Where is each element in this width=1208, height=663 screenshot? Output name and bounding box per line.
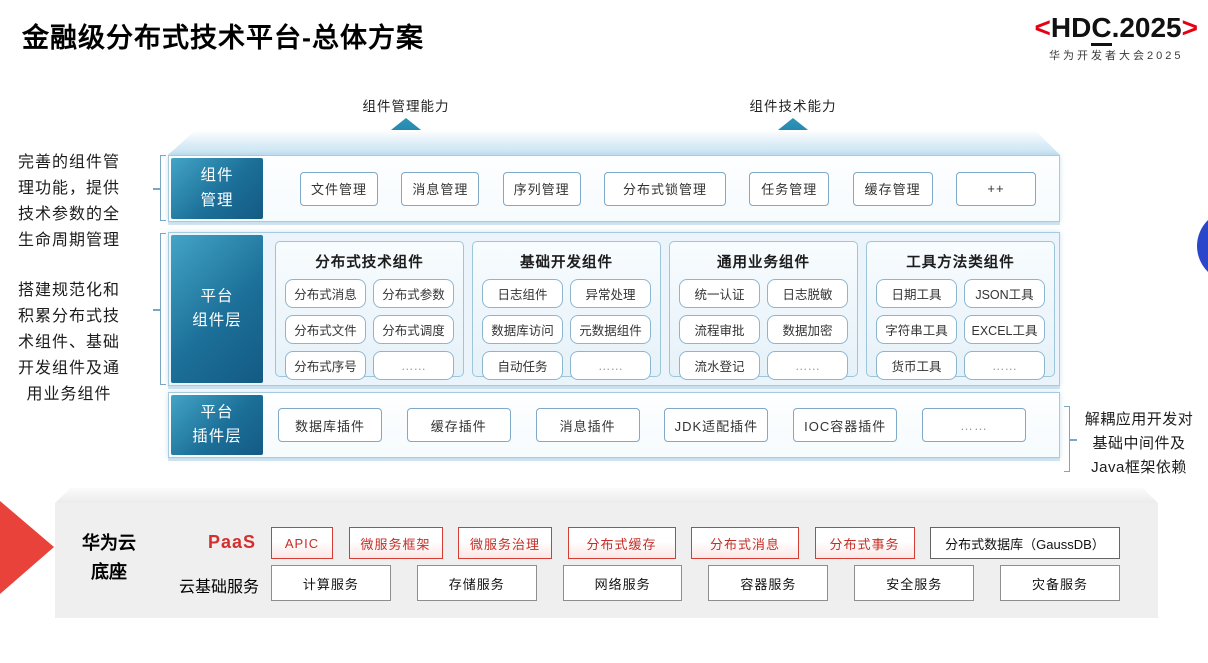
paas-item: 微服务治理	[458, 527, 552, 559]
component-item: 元数据组件	[570, 315, 651, 344]
cloud-service-item: 网络服务	[562, 565, 683, 601]
management-item: 文件管理	[300, 171, 378, 206]
layer-label-platform-plugins: 平台 插件层	[171, 395, 263, 455]
component-item: 分布式序号	[285, 351, 366, 380]
plugin-item: JDK适配插件	[664, 408, 769, 442]
group-basic-dev: 基础开发组件 日志组件 异常处理 数据库访问 元数据组件 自动任务 ……	[472, 241, 661, 380]
management-item: ++	[955, 171, 1036, 206]
logo-left-bracket-icon: <	[1034, 12, 1051, 43]
component-item: 流程审批	[679, 315, 760, 344]
layer-platform-components: 平台 组件层 分布式技术组件 分布式消息 分布式参数 分布式文件 分布式调度 分…	[168, 232, 1060, 386]
bracket-left-components	[153, 233, 166, 385]
group-title: 分布式技术组件	[315, 255, 424, 271]
layer-label-component-management: 组件 管理	[171, 158, 263, 219]
group-grid: 日志组件 异常处理 数据库访问 元数据组件 自动任务 ……	[473, 279, 660, 389]
paas-item-gaussdb: 分布式数据库（GaussDB）	[930, 527, 1120, 559]
component-item: 数据库访问	[482, 315, 563, 344]
capability-technology-label: 组件技术能力	[749, 99, 837, 114]
cloud-service-item: 安全服务	[854, 565, 975, 601]
plugin-item: IOC容器插件	[793, 408, 898, 442]
bracket-right-plugins	[1064, 406, 1077, 472]
logo-right-bracket-icon: >	[1181, 12, 1198, 43]
management-item: 序列管理	[502, 171, 581, 206]
management-item: 任务管理	[749, 171, 830, 206]
component-item: EXCEL工具	[964, 315, 1045, 344]
group-grid: 统一认证 日志脱敏 流程审批 数据加密 流水登记 ……	[670, 279, 857, 389]
paas-item: APIC	[271, 527, 333, 559]
component-item: 分布式文件	[285, 315, 366, 344]
component-item-more: ……	[373, 351, 454, 380]
component-item: 日志脱敏	[767, 279, 848, 308]
paas-row: APIC 微服务框架 微服务治理 分布式缓存 分布式消息 分布式事务 分布式数据…	[271, 527, 1120, 559]
paas-item: 分布式缓存	[567, 527, 676, 559]
cloud-services-label: 云基础服务	[178, 579, 259, 596]
cloud-service-item: 计算服务	[271, 565, 391, 601]
layer-3-content: 数据库插件 缓存插件 消息插件 JDK适配插件 IOC容器插件 ……	[265, 393, 1059, 457]
foundation-panel: 华为云 底座 PaaS APIC 微服务框架 微服务治理 分布式缓存 分布式消息…	[55, 503, 1158, 618]
plugin-item: 数据库插件	[278, 408, 382, 442]
component-item: 分布式参数	[373, 279, 454, 308]
group-grid: 日期工具 JSON工具 字符串工具 EXCEL工具 货币工具 ……	[867, 279, 1054, 389]
component-item: 分布式调度	[373, 315, 454, 344]
group-title: 基础开发组件	[520, 255, 613, 271]
management-item: 分布式锁管理	[603, 171, 726, 206]
component-item: 字符串工具	[876, 315, 957, 344]
component-item: 异常处理	[570, 279, 651, 308]
cloud-service-item: 存储服务	[416, 565, 537, 601]
note-component-management: 完善的组件管理功能，提供技术参数的全生命周期管理	[17, 154, 120, 249]
component-item: JSON工具	[964, 279, 1045, 308]
platform-top-surface	[168, 130, 1060, 155]
paas-label: PaaS	[207, 532, 257, 552]
component-groups: 分布式技术组件 分布式消息 分布式参数 分布式文件 分布式调度 分布式序号 ………	[265, 233, 1059, 385]
component-item-more: ……	[964, 351, 1045, 380]
paas-item: 分布式消息	[691, 527, 799, 559]
component-item: 分布式消息	[285, 279, 366, 308]
layer-platform-plugins: 平台 插件层 数据库插件 缓存插件 消息插件 JDK适配插件 IOC容器插件 ……	[168, 392, 1060, 458]
cloud-service-item: 灾备服务	[1000, 565, 1120, 601]
plugin-item: 消息插件	[535, 408, 640, 442]
bracket-left-management	[153, 155, 166, 221]
component-item: 流水登记	[679, 351, 760, 380]
component-item-more: ……	[767, 351, 848, 380]
logo-hd: HD	[1050, 12, 1092, 43]
group-title: 工具方法类组件	[906, 255, 1015, 271]
component-item-more: ……	[570, 351, 651, 380]
group-grid: 分布式消息 分布式参数 分布式文件 分布式调度 分布式序号 ……	[276, 279, 463, 389]
red-arrow-icon	[0, 501, 54, 594]
logo-c-underlined: C	[1091, 12, 1112, 46]
hdc-logo-text: <HDC.2025>	[1034, 12, 1198, 46]
capability-management-label: 组件管理能力	[362, 99, 450, 114]
blue-circle-decoration	[1197, 210, 1208, 282]
layer-1-content: 文件管理 消息管理 序列管理 分布式锁管理 任务管理 缓存管理 ++	[265, 156, 1059, 221]
foundation-top-surface	[55, 488, 1158, 503]
component-item: 货币工具	[876, 351, 957, 380]
management-item: 缓存管理	[852, 171, 933, 206]
component-item: 数据加密	[767, 315, 848, 344]
component-item: 统一认证	[679, 279, 760, 308]
group-distributed-tech: 分布式技术组件 分布式消息 分布式参数 分布式文件 分布式调度 分布式序号 ……	[275, 241, 464, 380]
group-tool-methods: 工具方法类组件 日期工具 JSON工具 字符串工具 EXCEL工具 货币工具 ……	[866, 241, 1055, 380]
slide-title: 金融级分布式技术平台-总体方案	[22, 23, 424, 53]
layer-label-platform-components: 平台 组件层	[171, 235, 263, 383]
paas-item: 微服务框架	[348, 527, 443, 559]
management-item: 消息管理	[401, 171, 480, 206]
cloud-service-item: 容器服务	[708, 565, 829, 601]
paas-item: 分布式事务	[814, 527, 915, 559]
plugin-item-more: ……	[921, 408, 1026, 442]
group-common-business: 通用业务组件 统一认证 日志脱敏 流程审批 数据加密 流水登记 ……	[669, 241, 858, 380]
layer-component-management: 组件 管理 文件管理 消息管理 序列管理 分布式锁管理 任务管理 缓存管理 ++	[168, 155, 1060, 222]
logo-year: .2025	[1111, 12, 1182, 43]
huawei-cloud-base-label: 华为云 底座	[82, 533, 136, 582]
component-item: 日期工具	[876, 279, 957, 308]
cloud-services-row: 计算服务 存储服务 网络服务 容器服务 安全服务 灾备服务	[271, 565, 1120, 601]
component-item: 自动任务	[482, 351, 563, 380]
component-item: 日志组件	[482, 279, 563, 308]
hdc-logo: <HDC.2025> 华为开发者大会2025	[1035, 12, 1198, 63]
note-platform-components: 搭建规范化和积累分布式技术组件、基础开发组件及通用业务组件	[17, 282, 120, 403]
hdc-logo-subtitle: 华为开发者大会2025	[1049, 50, 1184, 62]
note-decouple: 解耦应用开发对基础中间件及Java框架依赖	[1084, 411, 1194, 476]
group-title: 通用业务组件	[717, 255, 810, 271]
plugin-item: 缓存插件	[406, 408, 511, 442]
